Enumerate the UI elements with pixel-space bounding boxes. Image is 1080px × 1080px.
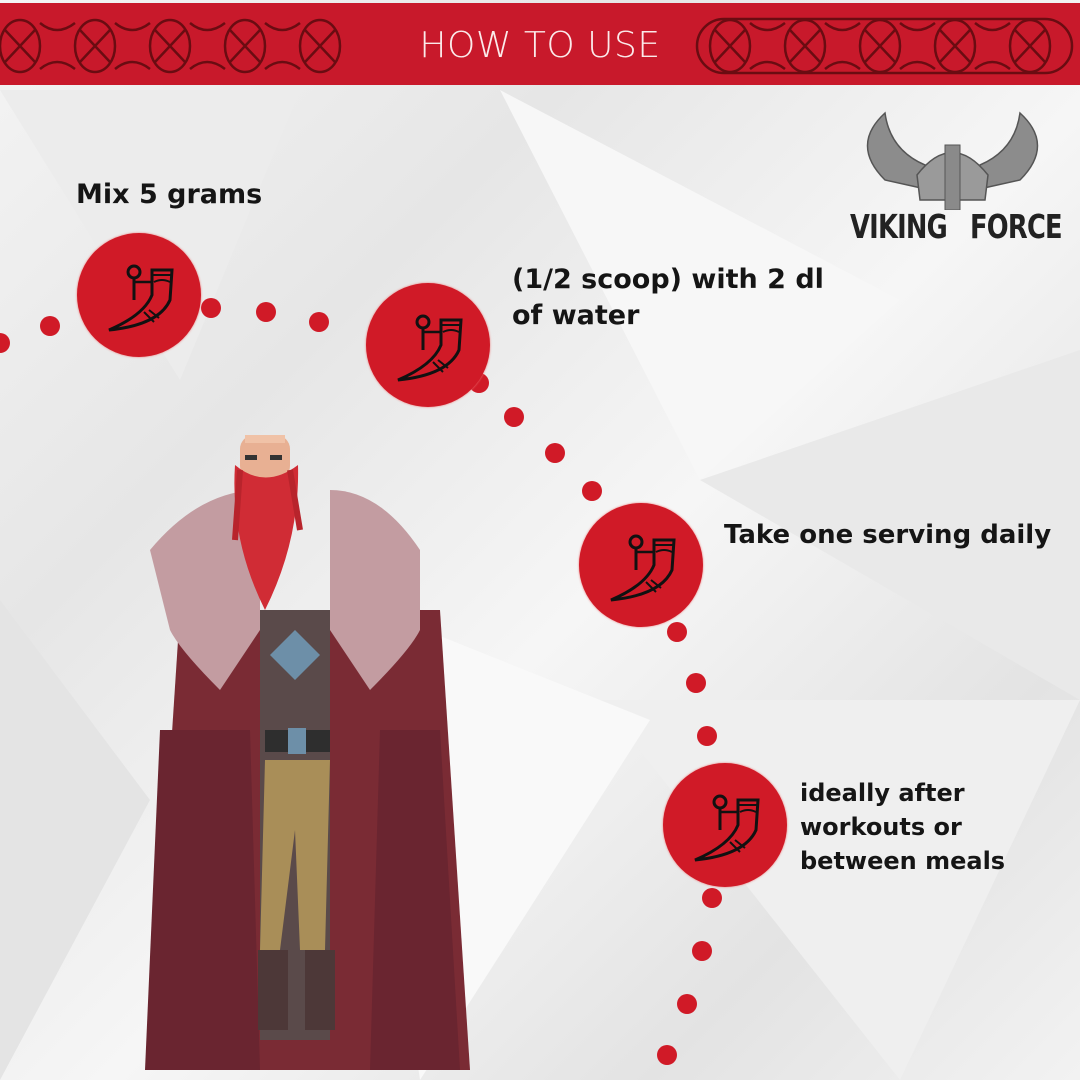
- viking-character-illustration: [145, 435, 470, 1070]
- path-dot: [256, 302, 276, 322]
- step-2-circle: [366, 283, 490, 407]
- step-4-line-1: ideally after: [800, 779, 965, 807]
- path-dot: [686, 673, 706, 693]
- step-1-text: Mix 5 grams: [76, 179, 263, 210]
- celtic-knot-right-ornament: [695, 17, 1074, 75]
- path-dot: [309, 312, 329, 332]
- path-dot: [677, 994, 697, 1014]
- path-dot: [692, 941, 712, 961]
- path-dot: [697, 726, 717, 746]
- logo-brand-left: VIKING: [850, 207, 948, 246]
- drinking-horn-icon: [693, 794, 760, 862]
- step-4-circle: [663, 763, 787, 887]
- path-dot: [545, 443, 565, 463]
- header-banner: HOW TO USE: [0, 3, 1080, 85]
- path-dot: [667, 622, 687, 642]
- step-4-text: ideally after workouts or between meals: [800, 776, 1005, 878]
- path-dot: [582, 481, 602, 501]
- viking-helmet-icon: [866, 111, 1039, 211]
- path-dot: [40, 316, 60, 336]
- step-2-text: (1/2 scoop) with 2 dl of water: [512, 262, 824, 334]
- step-4-line-3: between meals: [800, 847, 1006, 875]
- path-dot: [201, 298, 221, 318]
- drinking-horn-icon: [396, 314, 463, 382]
- viking-force-logo: VIKING FORCE: [845, 105, 1063, 250]
- drinking-horn-icon: [609, 534, 676, 602]
- celtic-knot-left-ornament: [0, 18, 342, 74]
- step-3-text: Take one serving daily: [724, 520, 1052, 550]
- step-1-circle: [77, 233, 201, 357]
- path-dot: [702, 888, 722, 908]
- step-4-line-2: workouts or: [800, 813, 962, 841]
- path-dot: [657, 1045, 677, 1065]
- step-2-line-1: (1/2 scoop) with 2 dl: [512, 264, 824, 295]
- path-dot: [0, 333, 10, 353]
- step-2-line-2: of water: [512, 300, 640, 331]
- logo-brand-right: FORCE: [970, 207, 1063, 246]
- step-3-circle: [579, 503, 703, 627]
- drinking-horn-icon: [107, 264, 174, 332]
- banner-title: HOW TO USE: [419, 25, 661, 66]
- path-dot: [504, 407, 524, 427]
